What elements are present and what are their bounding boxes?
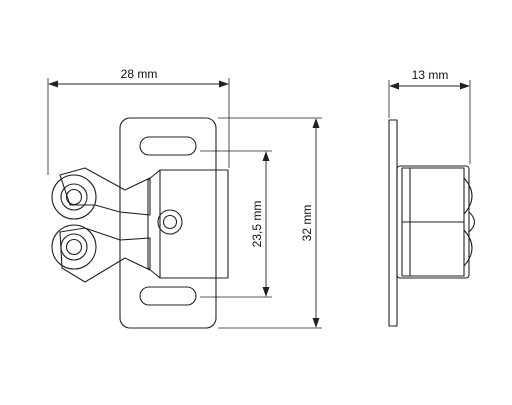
lower-roller <box>51 224 97 270</box>
upper-roller-axle <box>65 188 83 206</box>
bottom-slot <box>139 286 197 306</box>
front-view: 28 mm 23,5 mm 32 mm <box>47 67 322 329</box>
upper-roller <box>51 174 97 220</box>
dimension-total-height: 32 mm <box>218 117 322 329</box>
dimension-width-side: 13 mm <box>388 68 471 164</box>
upper-roller-rim <box>60 183 88 211</box>
side-upper-roller <box>463 177 473 215</box>
side-view: 13 mm <box>388 68 476 327</box>
dimension-inner-height: 23,5 mm <box>200 150 272 298</box>
side-lower-roller <box>463 229 473 267</box>
width-side-label: 13 mm <box>412 68 449 82</box>
side-base-plate <box>388 119 398 327</box>
center-hole-inner <box>162 214 178 230</box>
lower-roller-rim <box>60 233 88 261</box>
side-body <box>396 165 470 279</box>
lower-roller-axle <box>65 238 83 256</box>
width-front-label: 28 mm <box>121 67 158 81</box>
top-slot <box>139 136 197 156</box>
side-roller-cap <box>468 211 476 233</box>
center-hole-outer <box>157 209 183 235</box>
dimension-width-front: 28 mm <box>47 67 230 175</box>
upper-roller-arm <box>59 167 151 216</box>
inner-height-label: 23,5 mm <box>250 201 264 248</box>
mounting-plate <box>119 117 217 329</box>
total-height-label: 32 mm <box>300 205 314 242</box>
